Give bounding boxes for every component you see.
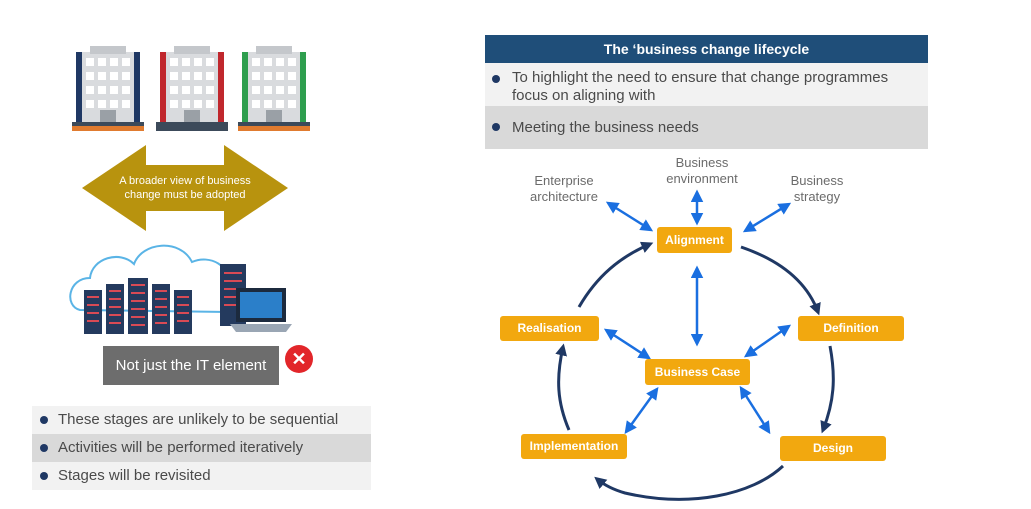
- stages-notes-list: These stages are unlikely to be sequenti…: [32, 406, 371, 490]
- stage-design: Design: [780, 436, 886, 461]
- close-x-icon: ✕: [285, 345, 313, 373]
- arrow-caption: A broader view of business change must b…: [119, 175, 251, 201]
- list-item: Meeting the business needs: [485, 106, 928, 149]
- list-item: Activities will be performed iteratively: [32, 434, 371, 462]
- bullet-icon: [40, 444, 48, 452]
- list-item: These stages are unlikely to be sequenti…: [32, 406, 371, 434]
- not-it-label: Not just the IT element: [103, 346, 279, 385]
- bullet-icon: [40, 472, 48, 480]
- lifecycle-title: The ‘business change lifecycle: [485, 35, 928, 63]
- stage-business-case: Business Case: [645, 359, 750, 385]
- business-environment-label: Business environment: [666, 155, 738, 186]
- business-strategy-label: Business strategy: [790, 173, 844, 204]
- double-arrow-shape: [82, 145, 288, 231]
- building-icon: [72, 46, 144, 131]
- stage-realisation: Realisation: [500, 316, 599, 341]
- bullet-icon: [40, 416, 48, 424]
- enterprise-architecture-label: Enterprise architecture: [530, 173, 598, 204]
- list-item: Stages will be revisited: [32, 462, 371, 490]
- building-icon: [238, 46, 310, 131]
- stage-implementation: Implementation: [521, 434, 627, 459]
- building-icon: [156, 46, 228, 131]
- bullet-icon: [492, 75, 500, 83]
- bullet-icon: [492, 123, 500, 131]
- buildings-group: [72, 46, 310, 131]
- stage-definition: Definition: [798, 316, 904, 341]
- stage-alignment: Alignment: [657, 227, 732, 253]
- cloud-servers-icon: [69, 244, 292, 334]
- list-item: To highlight the need to ensure that cha…: [485, 63, 928, 106]
